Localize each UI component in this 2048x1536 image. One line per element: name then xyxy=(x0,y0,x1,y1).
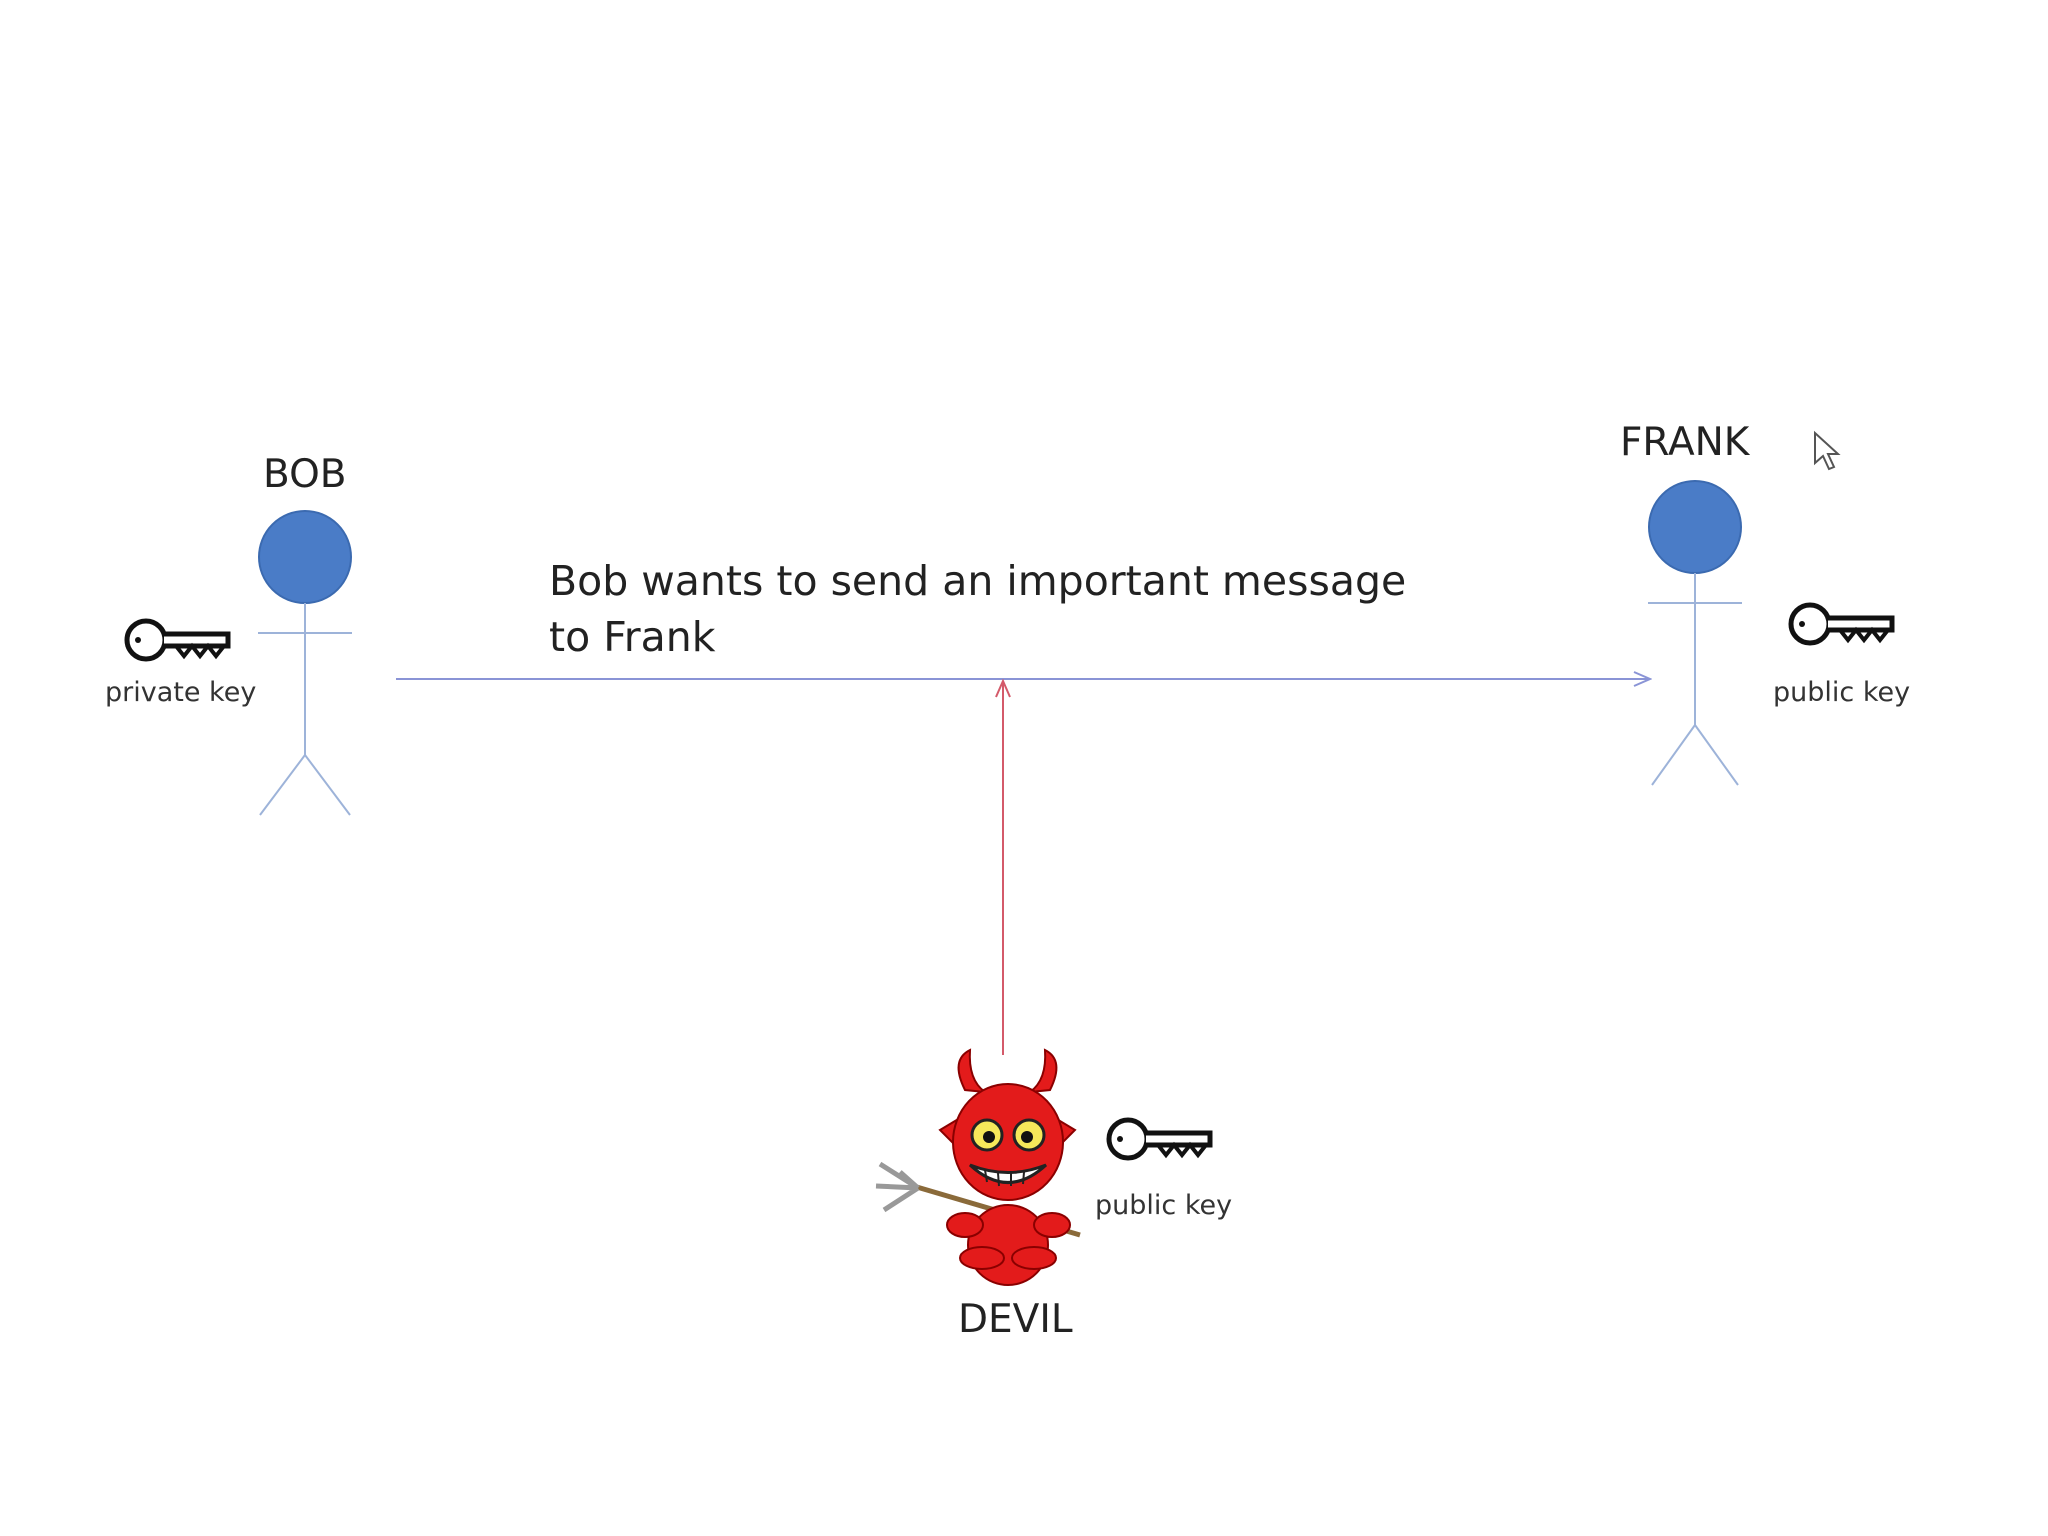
message-line-2: to Frank xyxy=(549,613,716,661)
bob-figure xyxy=(258,510,352,816)
message-line-1: Bob wants to send an important message xyxy=(549,557,1407,605)
frank-figure xyxy=(1648,480,1742,786)
frank-head xyxy=(1648,480,1742,574)
cursor-icon xyxy=(1814,430,1841,471)
bob-key-label: private key xyxy=(105,677,257,708)
key-icon xyxy=(124,618,231,662)
key-icon xyxy=(1788,602,1895,646)
key-icon xyxy=(1106,1117,1213,1161)
frank-key-label: public key xyxy=(1773,677,1911,708)
frank-label: FRANK xyxy=(1620,420,1750,465)
devil-label: DEVIL xyxy=(958,1297,1073,1342)
bob-head xyxy=(258,510,352,604)
bob-label: BOB xyxy=(263,452,347,497)
devil-icon xyxy=(875,1048,1081,1286)
message-text: Bob wants to send an important message t… xyxy=(549,553,1449,665)
devil-key-label: public key xyxy=(1095,1190,1233,1221)
